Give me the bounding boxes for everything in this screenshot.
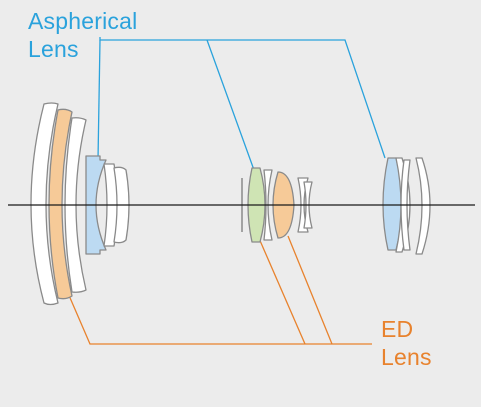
front-lens-group <box>30 102 130 306</box>
middle-lens-group <box>241 167 313 243</box>
aspherical-leader-middle <box>206 39 255 171</box>
aspherical-leader-lines <box>97 37 386 171</box>
ed-leader-lines <box>57 235 372 345</box>
rear-lens-group <box>382 157 431 255</box>
ed-label-line1: ED <box>381 316 414 342</box>
ed-leader-front <box>57 269 372 345</box>
ed-leader-middle-a <box>257 235 306 345</box>
aspherical-label-line1: Aspherical <box>28 8 138 34</box>
ed-leader-middle-b <box>287 235 333 345</box>
aspherical-leader-rear-drop <box>97 39 101 161</box>
aspherical-leader-front <box>99 37 386 159</box>
aspherical-label-line2: Lens <box>28 36 79 62</box>
front-meniscus-element <box>30 102 59 306</box>
ed-label-line2: Lens <box>381 344 432 370</box>
aspherical-lens-label: Aspherical Lens <box>28 7 137 63</box>
ed-front-element <box>48 108 73 300</box>
ed-lens-label: ED Lens <box>381 315 432 371</box>
rear-element-4 <box>415 157 431 255</box>
